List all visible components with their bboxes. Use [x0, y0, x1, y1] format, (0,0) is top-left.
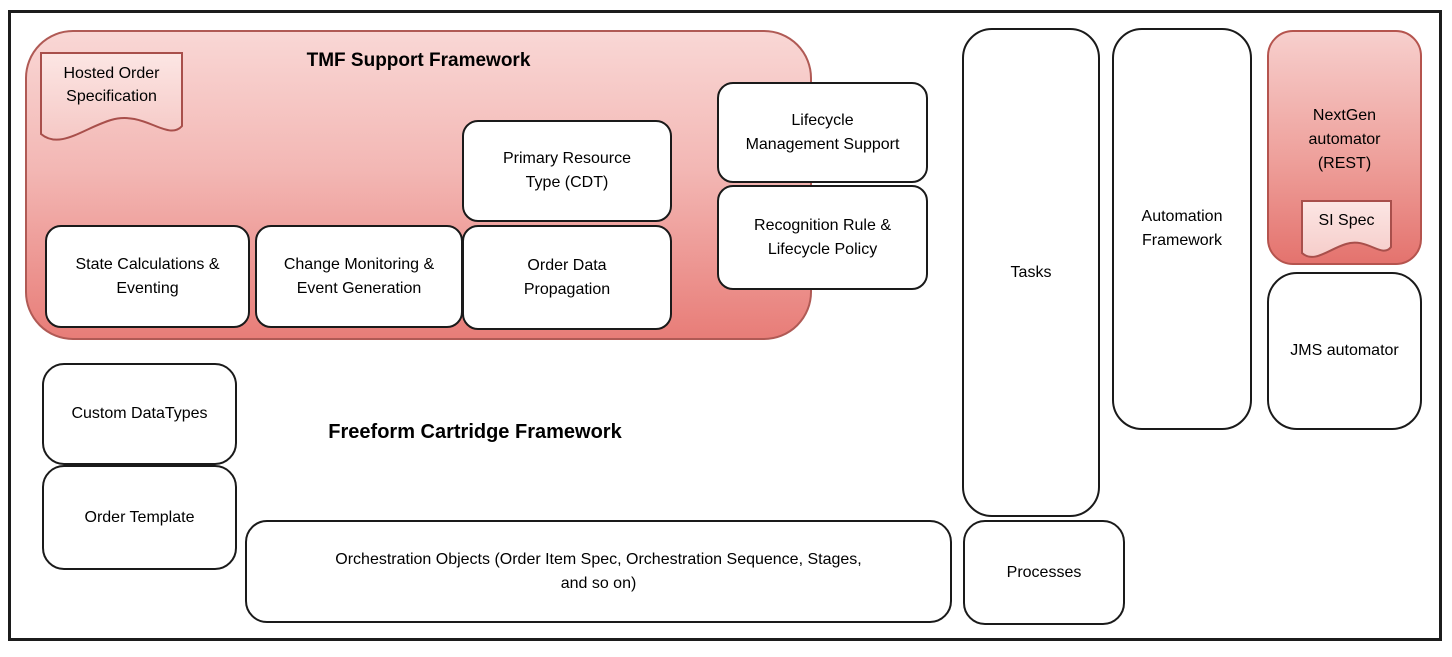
state-calculations-label: State Calculations & Eventing [75, 255, 220, 297]
jms-automator-label: JMS automator [1290, 342, 1399, 359]
orchestration-objects-box: Orchestration Objects (Order Item Spec, … [245, 520, 952, 623]
state-calculations-box: State Calculations & Eventing [45, 225, 250, 328]
recognition-rule-box: Recognition Rule & Lifecycle Policy [717, 185, 928, 290]
hosted-order-spec-label: Hosted Order Specification [63, 65, 160, 106]
nextgen-automator-label: NextGen automator (REST) [1308, 107, 1381, 172]
order-data-propagation-label: Order Data Propagation [523, 256, 611, 298]
automation-framework-box: Automation Framework [1112, 28, 1252, 430]
lifecycle-management-box: Lifecycle Management Support [717, 82, 928, 183]
tmf-framework-title: TMF Support Framework [306, 50, 531, 71]
tasks-label: Tasks [1010, 263, 1052, 281]
primary-resource-type-label: Primary Resource Type (CDT) [502, 150, 632, 191]
processes-label: Processes [1006, 563, 1082, 581]
automation-framework-label: Automation Framework [1141, 208, 1223, 249]
jms-automator-box: JMS automator [1267, 272, 1422, 430]
document-shape-icon [1301, 200, 1392, 258]
freeform-framework-title: Freeform Cartridge Framework [328, 421, 622, 443]
lifecycle-management-label: Lifecycle Management Support [745, 111, 900, 153]
si-spec-label: SI Spec [1318, 212, 1375, 229]
hosted-order-spec-document: Hosted Order Specification [40, 52, 183, 148]
recognition-rule-label: Recognition Rule & Lifecycle Policy [754, 216, 891, 258]
custom-datatypes-label: Custom DataTypes [71, 405, 208, 422]
si-spec-document: SI Spec [1301, 200, 1392, 262]
nextgen-automator-box: NextGen automator (REST) SI Spec [1267, 30, 1422, 265]
order-template-box: Order Template [42, 465, 237, 570]
order-data-propagation-box: Order Data Propagation [462, 225, 672, 330]
document-shape-icon [40, 52, 183, 141]
primary-resource-type-box: Primary Resource Type (CDT) [462, 120, 672, 222]
processes-box: Processes [963, 520, 1125, 625]
change-monitoring-label: Change Monitoring & Event Generation [283, 255, 435, 297]
change-monitoring-box: Change Monitoring & Event Generation [255, 225, 463, 328]
order-template-label: Order Template [84, 508, 195, 526]
orchestration-objects-label: Orchestration Objects (Order Item Spec, … [335, 550, 862, 592]
custom-datatypes-box: Custom DataTypes [42, 363, 237, 465]
tasks-box: Tasks [962, 28, 1100, 517]
